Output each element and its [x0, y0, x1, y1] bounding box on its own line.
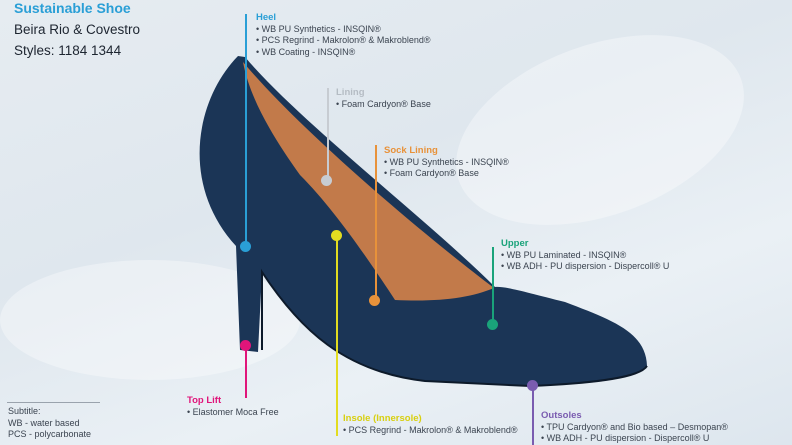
heel-item: • WB PU Synthetics - INSQIN®	[256, 23, 381, 34]
outsoles-item: • WB ADH - PU dispersion - Dispercoll® U	[541, 433, 710, 443]
sock-lining-line	[375, 145, 377, 300]
heel-dot	[240, 241, 251, 252]
page-title: Sustainable Shoe	[14, 0, 131, 16]
outsoles-title: Outsoles	[541, 410, 582, 421]
legend-divider	[7, 402, 100, 403]
outsoles-dot	[527, 380, 538, 391]
lining-line	[327, 88, 329, 180]
legend-item: PCS - polycarbonate	[8, 429, 92, 439]
sock-lining-item: • WB PU Synthetics - INSQIN®	[384, 156, 509, 167]
upper-line	[492, 247, 494, 325]
outsoles-callout: Outsoles • TPU Cardyon® and Bio based – …	[541, 410, 728, 445]
heel-title: Heel	[256, 12, 277, 23]
upper-item: • WB ADH - PU dispersion - Dispercoll® U	[501, 261, 670, 271]
legend-item: WB - water based	[8, 417, 80, 428]
lining-item: • Foam Cardyon® Base	[336, 98, 431, 109]
heel-item: • PCS Regrind - Makrolon® & Makroblend®	[256, 35, 431, 45]
sock-lining-dot	[369, 295, 380, 306]
shoe-lining	[243, 62, 494, 301]
lining-dot	[321, 175, 332, 186]
upper-item: • WB PU Laminated - INSQIN®	[501, 249, 627, 260]
upper-dot	[487, 319, 498, 330]
sock-lining-item: • Foam Cardyon® Base	[384, 168, 479, 178]
top-lift-callout: Top Lift • Elastomer Moca Free	[187, 395, 279, 418]
outsoles-item: • TPU Cardyon® and Bio based – Desmopan®	[541, 421, 728, 432]
insole-item: • PCS Regrind - Makrolon® & Makroblend®	[343, 424, 518, 435]
insole-line	[336, 236, 338, 436]
lining-title: Lining	[336, 87, 365, 98]
outsoles-line	[532, 388, 534, 445]
top-lift-line	[245, 346, 247, 398]
heel-line	[245, 14, 247, 246]
top-lift-title: Top Lift	[187, 395, 222, 406]
lining-callout: Lining • Foam Cardyon® Base	[336, 87, 431, 110]
sock-lining-callout: Sock Lining • WB PU Synthetics - INSQIN®…	[384, 145, 509, 180]
upper-callout: Upper • WB PU Laminated - INSQIN® • WB A…	[501, 238, 669, 273]
partners-subtitle: Beira Rio & Covestro	[14, 22, 141, 37]
heel-callout: Heel • WB PU Synthetics - INSQIN® • PCS …	[256, 12, 430, 58]
heel-item: • WB Coating - INSQIN®	[256, 46, 356, 57]
top-lift-dot	[240, 340, 251, 351]
shoe-sole-edge	[261, 268, 648, 388]
styles-text: Styles: 1184 1344	[14, 43, 122, 58]
insole-dot	[331, 230, 342, 241]
legend-title: Subtitle:	[8, 406, 41, 416]
sock-lining-title: Sock Lining	[384, 145, 438, 156]
insole-title: Insole (Innersole)	[343, 413, 422, 424]
top-lift-item: • Elastomer Moca Free	[187, 406, 279, 417]
upper-title: Upper	[501, 238, 529, 249]
legend: Subtitle: WB - water based PCS - polycar…	[8, 406, 91, 441]
insole-callout: Insole (Innersole) • PCS Regrind - Makro…	[343, 413, 517, 436]
